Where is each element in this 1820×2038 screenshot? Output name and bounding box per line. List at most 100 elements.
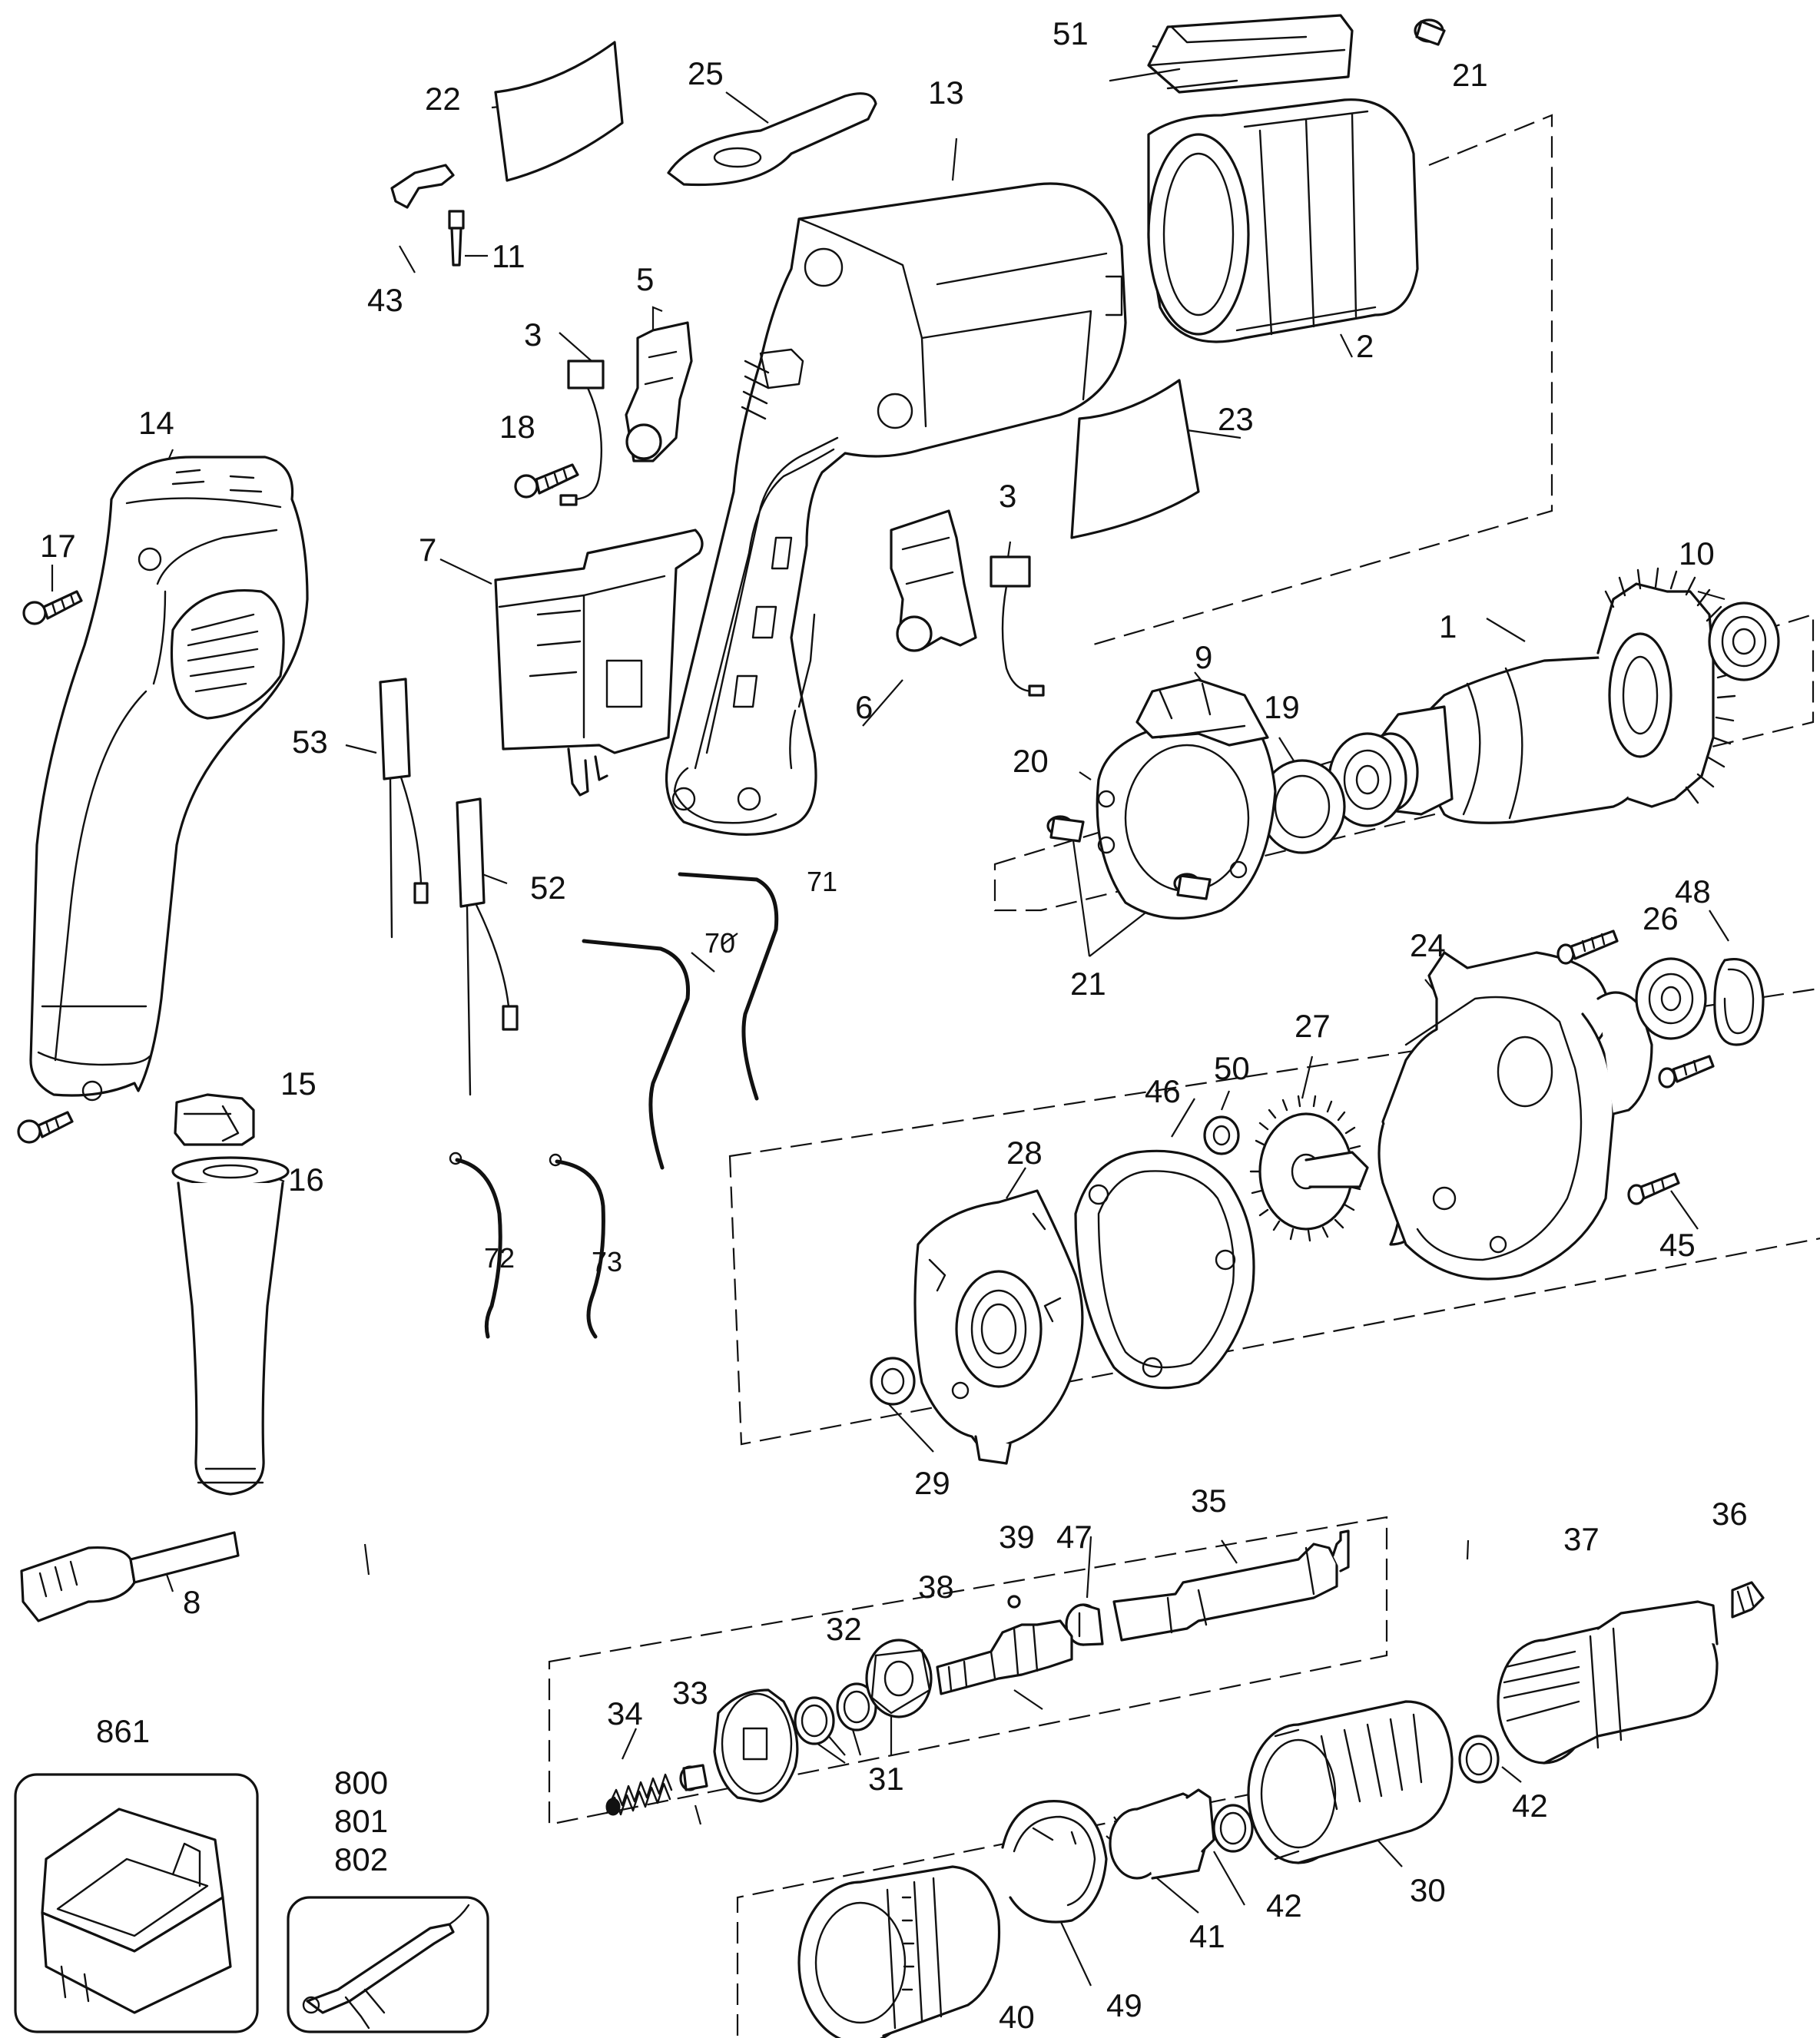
callout-29: 29 <box>914 1465 950 1501</box>
part-48-ring <box>1713 958 1765 1046</box>
callout-802: 802 <box>334 1841 388 1877</box>
part-8-power-cord <box>20 1531 240 1622</box>
callout-16: 16 <box>288 1161 324 1198</box>
callout-26: 26 <box>1643 900 1679 936</box>
callout-70: 70 <box>704 927 735 959</box>
part-20-baffle <box>1096 678 1277 920</box>
callout-72: 72 <box>484 1242 515 1274</box>
callout-30: 30 <box>1410 1872 1446 1908</box>
callout-40: 40 <box>999 1999 1035 2035</box>
callout-15: 15 <box>280 1065 317 1102</box>
callout-numbers: 1 2 3 3 5 6 7 8 9 10 11 13 14 15 16 17 1… <box>40 15 1748 2035</box>
part-3-brush-left <box>559 360 605 506</box>
callout-27: 27 <box>1295 1008 1331 1044</box>
callout-31: 31 <box>868 1761 904 1797</box>
part-14-handle <box>29 456 309 1102</box>
callout-11: 11 <box>492 238 525 274</box>
callout-41: 41 <box>1189 1918 1225 1954</box>
part-800-kit-box <box>287 1896 489 2033</box>
callout-8: 8 <box>183 1584 201 1620</box>
callout-25: 25 <box>688 55 724 91</box>
callout-14: 14 <box>138 405 174 441</box>
part-50-bushing <box>1203 1115 1240 1155</box>
part-49-clip <box>1001 1800 1108 1924</box>
part-33-pin <box>679 1764 708 1791</box>
callout-6: 6 <box>855 689 873 725</box>
callout-17: 17 <box>40 528 76 564</box>
part-31-clutch-nut <box>865 1639 933 1718</box>
part-11-fuse <box>448 210 465 267</box>
part-51-bracket <box>1109 14 1354 94</box>
callout-42-right: 42 <box>1512 1788 1548 1824</box>
callout-23: 23 <box>1218 401 1254 437</box>
callout-71: 71 <box>807 866 837 897</box>
part-23-label <box>1070 379 1200 539</box>
callout-18: 18 <box>499 409 535 445</box>
part-31-clutch-plate <box>713 1688 799 1803</box>
callout-13: 13 <box>928 75 964 111</box>
part-2-field <box>1147 98 1419 343</box>
part-13-housing <box>665 182 1127 836</box>
callout-20: 20 <box>1013 743 1049 779</box>
part-38-shaft <box>936 1619 1073 1695</box>
callout-34: 34 <box>607 1695 643 1731</box>
callout-861: 861 <box>96 1713 150 1749</box>
part-26-bearing <box>1635 957 1707 1040</box>
part-29-washer <box>870 1357 916 1406</box>
part-17-screw-lower <box>17 1111 74 1144</box>
part-70-wire <box>582 939 691 1170</box>
callout-19: 19 <box>1264 689 1300 725</box>
part-30-collar <box>1247 1700 1454 1864</box>
part-35-spindle <box>1112 1529 1350 1642</box>
callout-24: 24 <box>1410 927 1446 963</box>
part-21-pin <box>1414 18 1446 46</box>
callout-3-right: 3 <box>999 478 1016 514</box>
part-36-bit <box>1731 1581 1765 1619</box>
part-6-brush-holder <box>890 509 977 652</box>
callout-2: 2 <box>1356 328 1374 364</box>
callout-48: 48 <box>1675 873 1711 910</box>
part-24-gear-case <box>1377 951 1653 1281</box>
part-15-clamp <box>174 1093 255 1146</box>
callout-73: 73 <box>592 1246 622 1277</box>
callout-28: 28 <box>1006 1135 1043 1171</box>
callout-800: 800 <box>334 1765 388 1801</box>
callout-38: 38 <box>918 1569 954 1605</box>
callout-35: 35 <box>1191 1483 1227 1519</box>
part-18-screw <box>514 463 579 499</box>
part-10-bearing <box>1708 601 1780 681</box>
part-1-armature <box>1401 567 1736 824</box>
part-21-pins <box>1046 815 1212 900</box>
part-28-plate <box>913 1189 1084 1465</box>
callout-36: 36 <box>1712 1496 1748 1532</box>
callout-53: 53 <box>292 724 328 760</box>
part-45-screw <box>1556 930 1715 1205</box>
callout-21-bottom: 21 <box>1070 966 1106 1002</box>
part-22-label <box>494 41 624 182</box>
part-42-ring-right <box>1458 1735 1500 1784</box>
callout-42-left: 42 <box>1266 1887 1302 1924</box>
callout-43: 43 <box>367 282 403 318</box>
part-27-gear <box>1249 1095 1369 1242</box>
part-73-wire <box>549 1153 605 1339</box>
callout-22: 22 <box>425 81 461 117</box>
part-5-brush-holder <box>625 321 693 462</box>
part-7-switch <box>494 529 704 797</box>
part-32-o-rings <box>794 1682 877 1745</box>
callout-37: 37 <box>1563 1521 1600 1557</box>
callout-46: 46 <box>1145 1073 1181 1109</box>
part-71-wire <box>678 872 779 1101</box>
part-39-ball <box>1007 1595 1021 1609</box>
part-72-wire <box>449 1152 502 1339</box>
callout-33: 33 <box>672 1675 708 1711</box>
part-9-commutator <box>1328 705 1454 827</box>
part-40-nose-housing <box>797 1865 1001 2038</box>
part-34-spring <box>605 1773 673 1816</box>
part-43-clip <box>390 164 455 209</box>
part-37-nose-cone <box>1497 1600 1719 1765</box>
callout-21-top: 21 <box>1452 57 1488 93</box>
part-25-cap <box>667 92 877 187</box>
callout-49: 49 <box>1106 1987 1142 2023</box>
part-3-brush-right <box>990 555 1045 697</box>
